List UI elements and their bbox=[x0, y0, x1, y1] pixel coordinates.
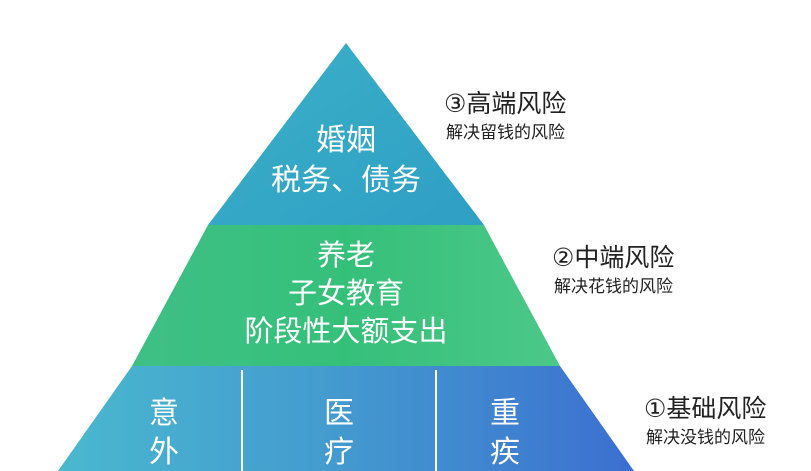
top-tier-line-2: 税务、债务 bbox=[271, 163, 421, 198]
base-cell-accident-char-1: 意 bbox=[149, 396, 179, 431]
top-tier-line-1: 婚姻 bbox=[316, 123, 376, 158]
pyramid-base-tier bbox=[58, 366, 634, 471]
pyramid-middle-tier bbox=[132, 225, 560, 366]
base-cell-medical-char-2: 疗 bbox=[324, 435, 354, 470]
base-cell-medical-char-1: 医 bbox=[324, 396, 354, 431]
middle-tier-line-3: 阶段性大额支出 bbox=[244, 314, 447, 348]
level-1-title: ①基础风险 bbox=[644, 394, 767, 423]
pyramid-top-tier bbox=[208, 43, 484, 225]
base-cell-accident-char-2: 外 bbox=[149, 435, 179, 470]
base-cell-critical-illness-char-2: 疾 bbox=[490, 435, 520, 470]
level-2-subtitle: 解决花钱的风险 bbox=[554, 277, 673, 297]
level-3-subtitle: 解决留钱的风险 bbox=[446, 123, 565, 143]
base-cell-critical-illness-char-1: 重 bbox=[490, 396, 520, 431]
level-3-title: ③高端风险 bbox=[444, 89, 567, 118]
level-1-subtitle: 解决没钱的风险 bbox=[646, 428, 765, 448]
middle-tier-line-1: 养老 bbox=[317, 238, 375, 272]
middle-tier-line-2: 子女教育 bbox=[288, 276, 404, 310]
level-2-title: ②中端风险 bbox=[552, 243, 675, 272]
